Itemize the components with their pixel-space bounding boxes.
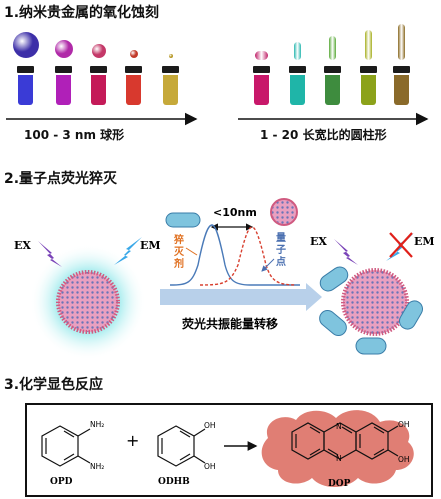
dop-oh-top: OH	[398, 420, 410, 429]
quantum-dot-right	[341, 268, 409, 336]
opd-nh2-bottom: NH₂	[90, 462, 104, 471]
fret-label: 荧光共振能量转移	[182, 316, 278, 331]
dop-structure	[291, 422, 399, 460]
quencher-pill-icon	[165, 212, 201, 228]
odhb-oh-bottom: OH	[204, 462, 216, 471]
opd-label: OPD	[50, 477, 73, 487]
em-label-left: EM	[140, 239, 161, 252]
qdot-pointer	[261, 258, 275, 272]
quencher-3	[355, 337, 387, 355]
reaction-diagram: NH₂ NH₂ OPD + OH OH ODHB N N	[25, 403, 433, 497]
odhb-label: ODHB	[158, 477, 190, 487]
quantum-dot-left	[56, 270, 120, 334]
nanorod	[329, 36, 336, 60]
em-label-right: EM	[414, 235, 435, 248]
nanosphere	[54, 40, 73, 58]
quantum-dot-small	[270, 198, 298, 226]
dop-oh-bottom: OH	[398, 455, 410, 464]
opd-nh2-top: NH₂	[90, 420, 104, 429]
quencher-1	[319, 266, 349, 292]
nanosphere	[168, 54, 173, 58]
ex-lightning-right-icon	[334, 239, 358, 265]
nanosphere	[129, 50, 138, 58]
nanorod	[255, 51, 268, 60]
dop-n-top: N	[336, 422, 342, 431]
odhb-oh-top: OH	[204, 421, 216, 430]
nanorod	[294, 42, 301, 60]
ex-lightning-left-icon	[38, 241, 62, 267]
em-lightning-left-icon	[114, 237, 142, 265]
dop-color-cloud	[261, 410, 414, 487]
rod-label: 1 - 20 长宽比的圆柱形	[260, 128, 387, 142]
nanosphere	[91, 44, 106, 58]
quencher-4	[399, 300, 423, 330]
nanorod	[365, 30, 372, 60]
emission-curve	[199, 226, 297, 286]
section2-title: 2.量子点荧光猝灭	[4, 171, 118, 187]
nanosphere	[12, 32, 39, 58]
distance-label: <10nm	[213, 206, 257, 219]
section1-title: 1.纳米贵金属的氧化蚀刻	[4, 5, 160, 21]
fret-arrow-icon	[160, 283, 322, 311]
ex-label-left: EX	[14, 239, 31, 252]
plus-sign: +	[126, 431, 139, 450]
odhb-structure	[157, 425, 206, 467]
quencher-2	[319, 310, 347, 336]
spherical-label: 100 - 3 nm 球形	[24, 128, 125, 142]
opd-structure	[41, 425, 91, 467]
ex-label-right: EX	[310, 235, 327, 248]
nanorod	[398, 24, 405, 60]
qdot-label: 量子点	[276, 231, 286, 268]
section3-title: 3.化学显色反应	[4, 377, 104, 393]
section1-arrows	[6, 112, 429, 126]
dop-label: DOP	[328, 479, 351, 489]
fret-diagram: EX EM <10nm 猝灭剂 量子点 荧光共振能量转移 EX EM	[14, 198, 435, 360]
quencher-pointer	[185, 247, 198, 256]
quencher-label: 猝灭剂	[173, 233, 185, 270]
dop-n-bottom: N	[336, 454, 342, 463]
